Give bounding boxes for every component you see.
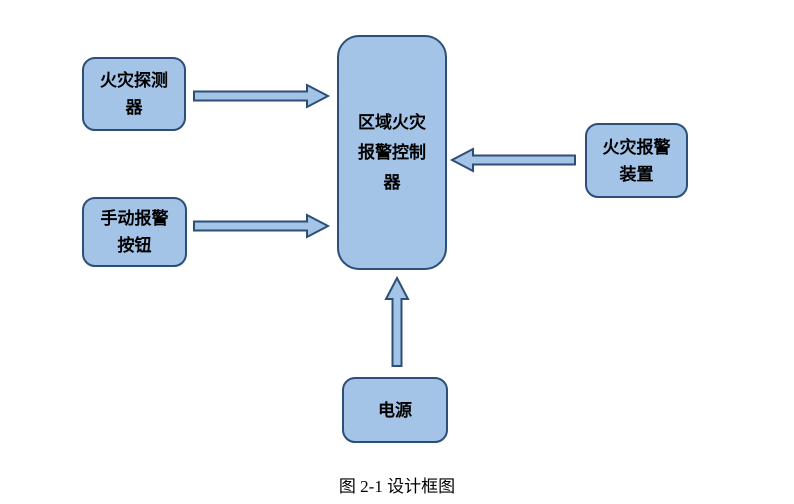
- node-power-supply: 电源: [342, 377, 448, 443]
- node-zone-controller-label-line1: 区域火灾: [358, 112, 426, 132]
- node-fire-detector-label-line1: 火灾探测: [100, 71, 168, 90]
- node-manual-alarm-button-label-line1: 手动报警: [100, 209, 169, 228]
- arrow-up-shape: [384, 275, 410, 367]
- node-manual-alarm-button: 手动报警 按钮: [82, 197, 187, 267]
- node-zone-controller-label-line3: 器: [383, 172, 401, 192]
- arrow-manual-button-to-controller-icon: [193, 213, 331, 239]
- arrow-power-to-controller-icon: [384, 275, 410, 367]
- node-power-supply-label: 电源: [378, 400, 412, 420]
- node-zone-controller-label-line2: 报警控制: [358, 142, 426, 162]
- node-fire-alarm-device-label-line2: 装置: [619, 164, 654, 184]
- node-fire-detector: 火灾探测 器: [82, 57, 186, 131]
- node-manual-alarm-button-label-line2: 按钮: [117, 236, 152, 255]
- node-fire-alarm-device-label-line1: 火灾报警: [602, 137, 671, 157]
- arrow-alarm-device-to-controller-icon: [449, 147, 576, 173]
- arrow-left-shape: [449, 147, 576, 173]
- arrow-fire-detector-to-controller-icon: [193, 83, 331, 109]
- node-fire-alarm-device: 火灾报警 装置: [585, 123, 688, 198]
- figure-caption: 图 2-1 设计框图: [338, 477, 456, 496]
- arrow-right-shape: [193, 83, 331, 109]
- arrow-right-shape: [193, 213, 331, 239]
- node-fire-detector-label-line2: 器: [125, 98, 143, 117]
- node-zone-fire-alarm-controller: 区域火灾 报警控制 器: [337, 35, 447, 270]
